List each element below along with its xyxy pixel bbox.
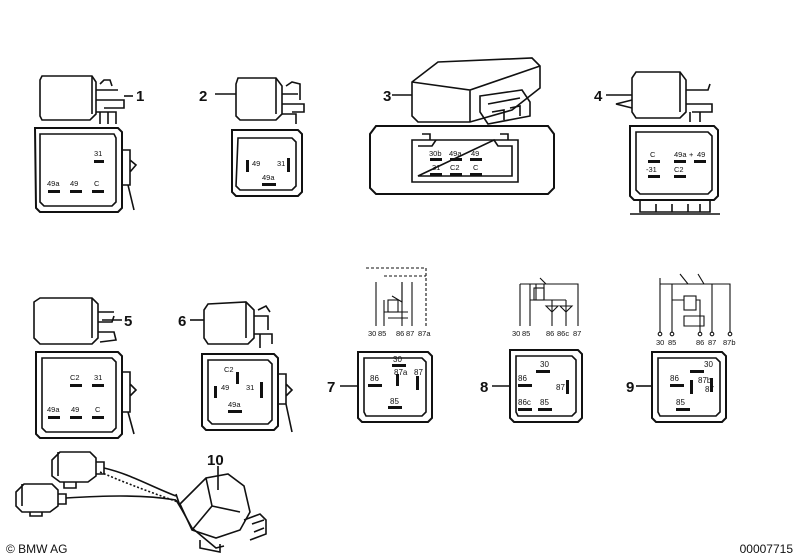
relay9-pin-label: 30	[704, 360, 713, 369]
callout-7: 7	[327, 379, 335, 396]
relay7-pin-label: 87	[414, 368, 423, 377]
cable-harness-10: 10	[15, 451, 267, 553]
relay-5: C2 31 49a 49 C 5	[33, 297, 138, 439]
relay-3: 30b 49a 49 31 C2 C 3	[369, 57, 555, 195]
callout-4: 4	[594, 88, 603, 105]
callout-10: 10	[207, 452, 224, 469]
relay7-schematic-label: 85	[378, 329, 386, 338]
relay7-pin-label: 85	[390, 397, 399, 406]
relay6-pin-label: 31	[246, 383, 254, 392]
relay-2: 49 31 49a 2	[199, 77, 305, 197]
relay8-schematic-label: 86	[546, 329, 554, 338]
relay8-schematic-label: 85	[522, 329, 530, 338]
relay8-pin-label: 86c	[518, 398, 531, 407]
relay2-pin-label: 49	[252, 159, 260, 168]
relay8-schematic-label: 87	[573, 329, 581, 338]
relay1-pin-label: 49	[70, 179, 78, 188]
relay9-schematic-label: 87	[708, 338, 716, 347]
relay7-pin-label: 30	[393, 355, 402, 364]
relay1-pin-label: C	[94, 179, 100, 188]
relay7-schematic-label: 87a	[418, 329, 431, 338]
callout-5: 5	[124, 313, 132, 330]
relay9-schematic-label: 85	[668, 338, 676, 347]
diagram-number: 00007715	[739, 542, 793, 556]
relay8-pin-label: 85	[540, 398, 549, 407]
relay5-pin-label: C	[95, 405, 101, 414]
relay-4: C 49a + 49 -31 C2 4	[594, 71, 720, 215]
relay7-schematic-label: 86	[396, 329, 404, 338]
relay5-pin-label: 31	[94, 373, 102, 382]
relay7-schematic-label: 87	[406, 329, 414, 338]
relay8-pin-label: 30	[540, 360, 549, 369]
relay3-pin-label: 49a	[449, 149, 462, 158]
relay4-pin-label: -31	[646, 165, 657, 174]
relay6-pin-label: 49a	[228, 400, 241, 409]
relay9-pin-label: 86	[670, 374, 679, 383]
relay3-pin-label: C2	[450, 163, 460, 172]
relay1-pin-label: 49a	[47, 179, 60, 188]
relay-9-socket: 30 86 87b 87 85 9	[626, 351, 727, 423]
relay3-pin-label: C	[473, 163, 479, 172]
relay8-pin-label: 87	[556, 383, 565, 392]
relay-6: C2 49 31 49a 6	[178, 301, 294, 433]
brand-copyright: © BMW AG	[6, 542, 68, 556]
relay8-pin-label: 86	[518, 374, 527, 383]
relay3-pin-label: 49	[471, 149, 479, 158]
relay9-pin-label: 87b	[698, 376, 712, 385]
callout-3: 3	[383, 88, 391, 105]
relay-7-socket: 86 87a 87 30 85 7	[327, 351, 433, 423]
relay5-pin-label: C2	[70, 373, 80, 382]
relay9-schematic-label: 86	[696, 338, 704, 347]
callout-6: 6	[178, 313, 186, 330]
relay7-pin-label: 87a	[394, 368, 408, 377]
relay4-pin-label: 49	[697, 150, 705, 159]
relay8-schematic-label: 86c	[557, 329, 569, 338]
callout-8: 8	[480, 379, 488, 396]
callout-9: 9	[626, 379, 634, 396]
relay9-pin-label: 85	[676, 398, 685, 407]
callout-2: 2	[199, 88, 207, 105]
relay3-pin-label: 31	[432, 163, 440, 172]
relay7-pin-label: 86	[370, 374, 379, 383]
relay-9: 30 85 86 87 87b	[656, 273, 736, 347]
relay5-pin-label: 49	[71, 405, 79, 414]
relay-1: 31 49a 49 C 1	[33, 75, 144, 213]
relay4-pin-label: C2	[674, 165, 684, 174]
relay3-pin-label: 30b	[429, 149, 442, 158]
relay5-pin-label: 49a	[47, 405, 60, 414]
relay4-pin-label: +	[689, 150, 694, 159]
relay2-pin-label: 49a	[262, 173, 275, 182]
relay-8-socket: 30 86 87 86c 85 8	[480, 349, 583, 423]
relay4-pin-label: 49a	[674, 150, 687, 159]
relay9-schematic-label: 87b	[723, 338, 736, 347]
relay9-schematic-label: 30	[656, 338, 664, 347]
relay6-pin-label: C2	[224, 365, 234, 374]
relay8-schematic-label: 30	[512, 329, 520, 338]
relay4-pin-label: C	[650, 150, 656, 159]
relay-7: 30 85 86 87 87a	[366, 267, 431, 338]
relay6-pin-label: 49	[221, 383, 229, 392]
callout-1: 1	[136, 88, 144, 105]
relay9-pin-label: 87	[705, 385, 714, 394]
relay7-schematic-label: 30	[368, 329, 376, 338]
relay-8: 30 85 86 86c 87	[512, 277, 581, 338]
relay1-pin-label: 31	[94, 149, 102, 158]
relay2-pin-label: 31	[277, 159, 285, 168]
